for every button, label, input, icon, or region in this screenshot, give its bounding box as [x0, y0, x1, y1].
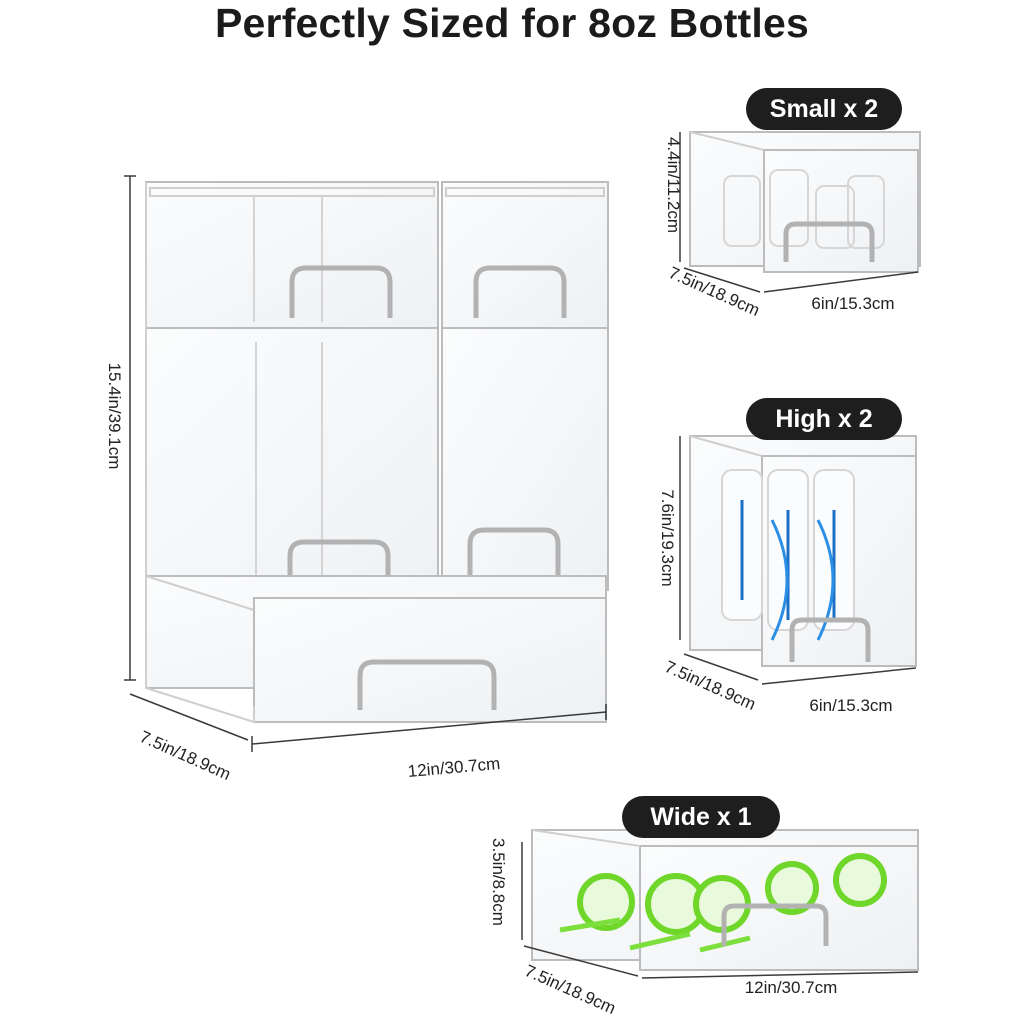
small-organizer — [689, 131, 921, 273]
stack-height-label: 15.4in/39.1cm — [105, 362, 124, 470]
wide-width-label: 12in/30.7cm — [744, 978, 838, 997]
high-organizer — [689, 435, 917, 667]
wide-drawer-bottom — [145, 575, 607, 723]
high-dimension-lines — [679, 436, 917, 685]
small-drawer-left — [145, 181, 439, 329]
small-bottles — [723, 169, 885, 249]
small-width-label: 6in/15.3cm — [811, 294, 895, 313]
stack-dimension-lines — [124, 175, 607, 752]
high-height-label: 7.6in/19.3cm — [658, 489, 677, 587]
small-label-badge: Small x 2 — [746, 88, 902, 130]
small-dimension-lines — [679, 132, 919, 293]
wide-organizer — [531, 829, 919, 971]
baby-bottles — [721, 469, 855, 641]
high-width-label: 6in/15.3cm — [809, 696, 893, 715]
page-title: Perfectly Sized for 8oz Bottles — [214, 0, 809, 46]
high-drawer-left — [145, 327, 439, 611]
wide-dimension-lines — [521, 842, 919, 979]
high-label-badge: High x 2 — [746, 398, 902, 440]
wide-height-label: 3.5in/8.8cm — [489, 838, 508, 926]
small-drawer-right — [441, 181, 609, 329]
high-drawer-right — [441, 327, 609, 591]
small-height-label: 4.4in/11.2cm — [664, 136, 683, 234]
green-bottle-parts — [559, 853, 887, 953]
wide-label-badge: Wide x 1 — [622, 796, 780, 838]
stacked-organizer-set — [145, 181, 609, 724]
